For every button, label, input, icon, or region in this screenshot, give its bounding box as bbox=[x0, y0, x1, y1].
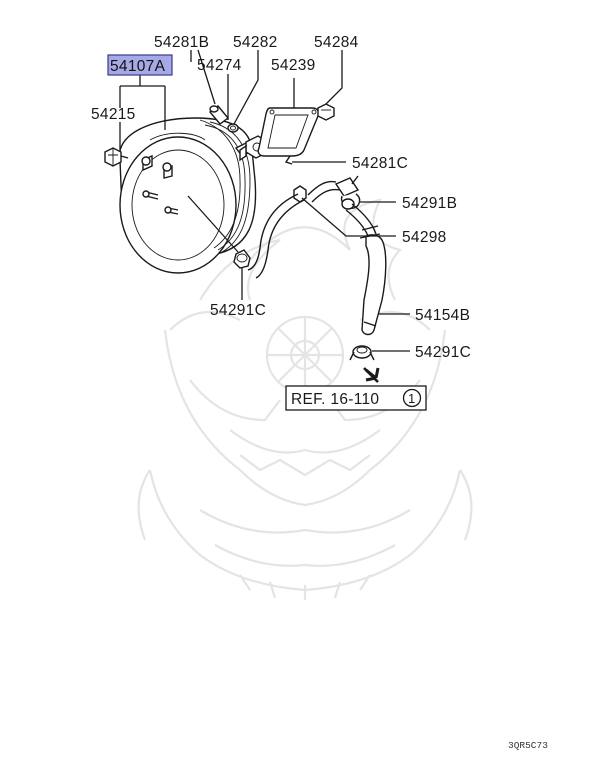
label-54298[interactable]: 54298 bbox=[402, 229, 447, 246]
label-54274[interactable]: 54274 bbox=[197, 57, 242, 74]
connector-54291B bbox=[334, 175, 361, 210]
reference-circle bbox=[402, 388, 422, 408]
ring-54282 bbox=[227, 123, 239, 133]
leader-lines bbox=[119, 49, 410, 352]
highlight-box-54107A bbox=[107, 54, 173, 76]
label-54281B[interactable]: 54281B bbox=[154, 34, 209, 51]
brake-booster bbox=[118, 117, 257, 274]
label-54284[interactable]: 54284 bbox=[314, 34, 359, 51]
label-54281C[interactable]: 54281C bbox=[352, 155, 408, 172]
reference-circle-number: 1 bbox=[408, 391, 416, 406]
label-54291C-right[interactable]: 54291C bbox=[415, 344, 471, 361]
label-54215[interactable]: 54215 bbox=[91, 106, 136, 123]
clamp-54291C-right bbox=[349, 345, 375, 361]
label-54239[interactable]: 54239 bbox=[271, 57, 316, 74]
nut-54284 bbox=[317, 103, 335, 121]
gasket-54239 bbox=[257, 107, 320, 157]
hose-fitting bbox=[293, 185, 307, 203]
down-arrow-icon bbox=[363, 367, 380, 383]
clamp-54291C-left bbox=[233, 249, 251, 269]
diagram-code: 3QR5C73 bbox=[508, 740, 548, 751]
reference-box[interactable]: REF. 16-110 1 bbox=[285, 385, 427, 411]
clip-54281C bbox=[284, 155, 293, 165]
label-54291C-left[interactable]: 54291C bbox=[210, 302, 266, 319]
label-54291B[interactable]: 54291B bbox=[402, 195, 457, 212]
reference-text: REF. 16-110 bbox=[291, 391, 379, 408]
label-54282[interactable]: 54282 bbox=[233, 34, 278, 51]
label-54154B[interactable]: 54154B bbox=[415, 307, 470, 324]
vacuum-hose bbox=[247, 180, 387, 336]
label-54107A[interactable]: 54107A bbox=[110, 58, 166, 75]
labels: 54281B 54282 54284 54107A 54274 54239 54… bbox=[91, 34, 471, 361]
nut-54215 bbox=[104, 147, 129, 167]
